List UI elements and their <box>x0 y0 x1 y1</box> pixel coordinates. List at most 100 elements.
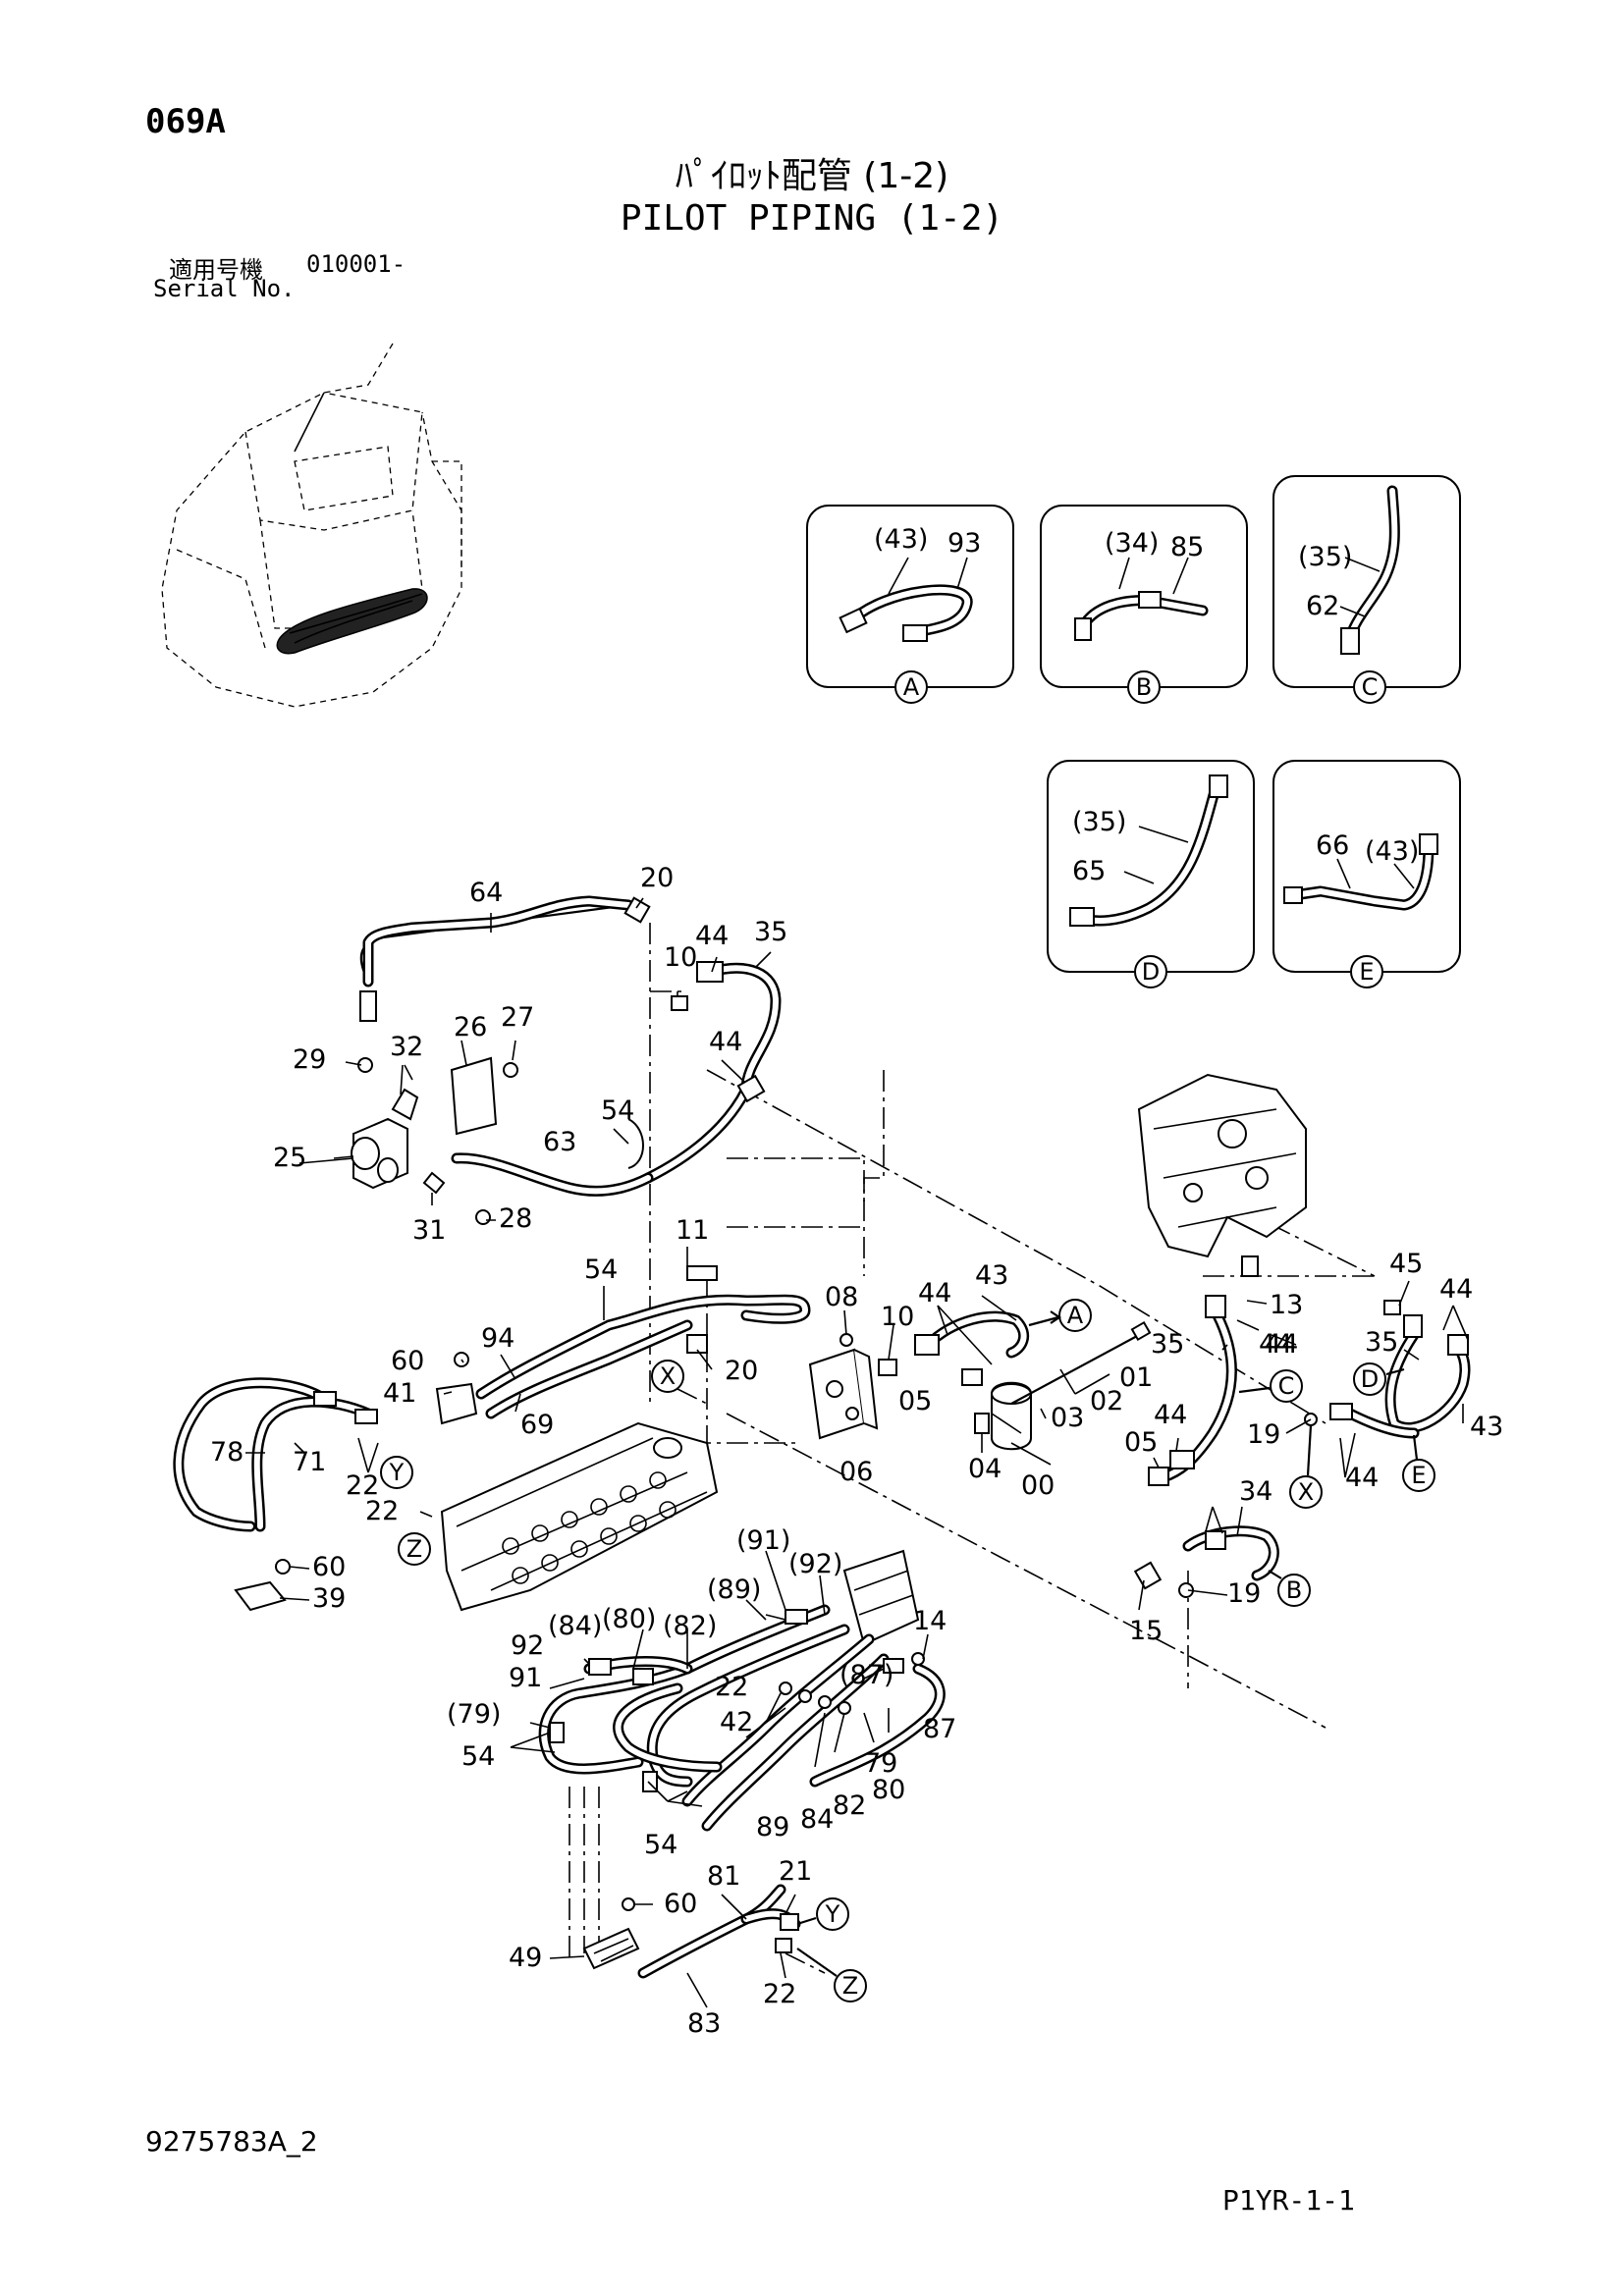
detail-c-label-0: (35) <box>1298 542 1352 572</box>
part-label: 10 <box>881 1302 914 1332</box>
callout-label: B <box>1286 1576 1302 1604</box>
detail-view-d: (35) 65 <box>1047 760 1255 973</box>
callout-y: Y Y <box>380 1456 849 1931</box>
part-label: 45 <box>1389 1249 1423 1279</box>
part-label: 22 <box>715 1672 748 1702</box>
part-label: 06 <box>839 1457 873 1487</box>
part-label: 81 <box>707 1861 740 1892</box>
part-label: 63 <box>543 1127 576 1157</box>
part-label: 83 <box>687 2008 721 2039</box>
part-label: 60 <box>312 1552 346 1582</box>
part-label: 22 <box>763 1979 796 2009</box>
part-label: 60 <box>391 1346 424 1376</box>
detail-e-label-1: (43) <box>1365 836 1419 867</box>
part-label: 39 <box>312 1583 346 1614</box>
leader-lines <box>245 897 1469 2008</box>
part-label: (89) <box>707 1575 761 1605</box>
part-label: 03 <box>1051 1403 1084 1433</box>
callout-c: C C <box>1238 670 1386 1403</box>
part-label: 64 <box>469 878 503 908</box>
callout-d: D D <box>1134 955 1405 1396</box>
part-label: 44 <box>1439 1274 1473 1305</box>
part-label: 34 <box>1239 1476 1272 1507</box>
part-label: 44 <box>709 1027 742 1057</box>
callout-label: Z <box>406 1535 422 1563</box>
detail-view-c: (35) 62 <box>1272 475 1461 688</box>
part-label: 89 <box>756 1812 789 1842</box>
callout-label: B <box>1136 673 1152 701</box>
callout-a: A A <box>894 670 1092 1332</box>
center-parts <box>808 1295 1279 1598</box>
part-label: 14 <box>913 1606 947 1636</box>
part-label: 54 <box>644 1830 677 1860</box>
part-label: 26 <box>454 1012 487 1042</box>
part-label: 25 <box>273 1143 306 1173</box>
part-label: 44 <box>1154 1400 1187 1430</box>
page-code: 069A <box>145 102 226 141</box>
callout-z: Z Z <box>398 1532 867 2002</box>
page-title: PILOT PIPING (1-2) <box>620 198 1004 239</box>
part-label: 19 <box>1247 1419 1280 1450</box>
serial-label-jp: 適用号機 <box>169 256 263 284</box>
part-label: 29 <box>293 1044 326 1075</box>
part-label: (82) <box>663 1611 717 1641</box>
part-label: 43 <box>975 1260 1008 1291</box>
pump-group <box>1137 1073 1471 1439</box>
part-label: 54 <box>461 1741 495 1772</box>
callout-label: Y <box>389 1459 405 1486</box>
part-label: 13 <box>1270 1290 1303 1320</box>
part-label: 42 <box>720 1707 753 1737</box>
part-label: 20 <box>725 1356 758 1386</box>
part-label: 54 <box>584 1255 618 1285</box>
part-label: 54 <box>601 1095 634 1126</box>
part-label: 10 <box>664 942 697 973</box>
detail-b-label-1: 85 <box>1170 532 1204 562</box>
part-label: 19 <box>1227 1578 1261 1609</box>
part-number-labels: 64 20 44 35 10 29 32 26 27 44 25 54 63 3… <box>210 863 1503 2039</box>
part-label: (84) <box>548 1611 602 1641</box>
part-label: 02 <box>1090 1386 1123 1416</box>
callout-label: E <box>1359 958 1374 986</box>
detail-view-b: (34) 85 <box>1040 505 1248 688</box>
page-title-jp: ﾊﾟｲﾛｯﾄ配管 (1-2) <box>675 156 949 196</box>
part-label: 04 <box>968 1454 1001 1484</box>
callout-label: C <box>1278 1372 1295 1400</box>
part-label: 00 <box>1021 1470 1055 1501</box>
callout-label: D <box>1361 1365 1379 1393</box>
part-label: 35 <box>1365 1327 1398 1358</box>
part-label: 05 <box>898 1386 932 1416</box>
callout-e: E E <box>1350 955 1435 1492</box>
part-label: 80 <box>872 1775 905 1805</box>
detail-e-label-0: 66 <box>1316 830 1349 861</box>
part-label: 35 <box>1151 1329 1184 1360</box>
part-label: 15 <box>1129 1616 1163 1646</box>
control-valve <box>440 1421 920 1646</box>
part-label: 21 <box>779 1856 812 1887</box>
callout-label: D <box>1142 958 1160 986</box>
part-label: 84 <box>800 1804 834 1835</box>
part-label: 82 <box>833 1790 866 1821</box>
detail-d-label-1: 65 <box>1072 856 1106 886</box>
middle-left-group <box>173 1265 811 1612</box>
part-label: 20 <box>640 863 674 893</box>
callout-label: X <box>1298 1478 1314 1506</box>
part-label: (79) <box>447 1699 501 1730</box>
document-number: 9275783A_2 <box>145 2125 318 2158</box>
machine-overview <box>161 343 462 708</box>
serial-label: Serial No. <box>153 275 296 302</box>
detail-view-a: (43) 93 <box>806 505 1014 688</box>
detail-a-label-0: (43) <box>874 524 928 555</box>
part-label: 41 <box>383 1378 416 1409</box>
callout-label: Z <box>842 1972 858 2000</box>
page-reference: P1YR-1-1 <box>1222 2184 1355 2216</box>
callout-label: C <box>1362 673 1379 701</box>
part-label: 94 <box>481 1323 514 1354</box>
part-label: 32 <box>390 1032 423 1062</box>
part-label: 60 <box>664 1889 697 1919</box>
part-label: 92 <box>511 1630 544 1661</box>
callout-b: B B <box>1127 670 1311 1607</box>
part-label: 28 <box>499 1203 532 1234</box>
part-label: 22 <box>346 1470 379 1501</box>
part-label: 78 <box>210 1437 244 1468</box>
part-label: 44 <box>1345 1463 1379 1493</box>
